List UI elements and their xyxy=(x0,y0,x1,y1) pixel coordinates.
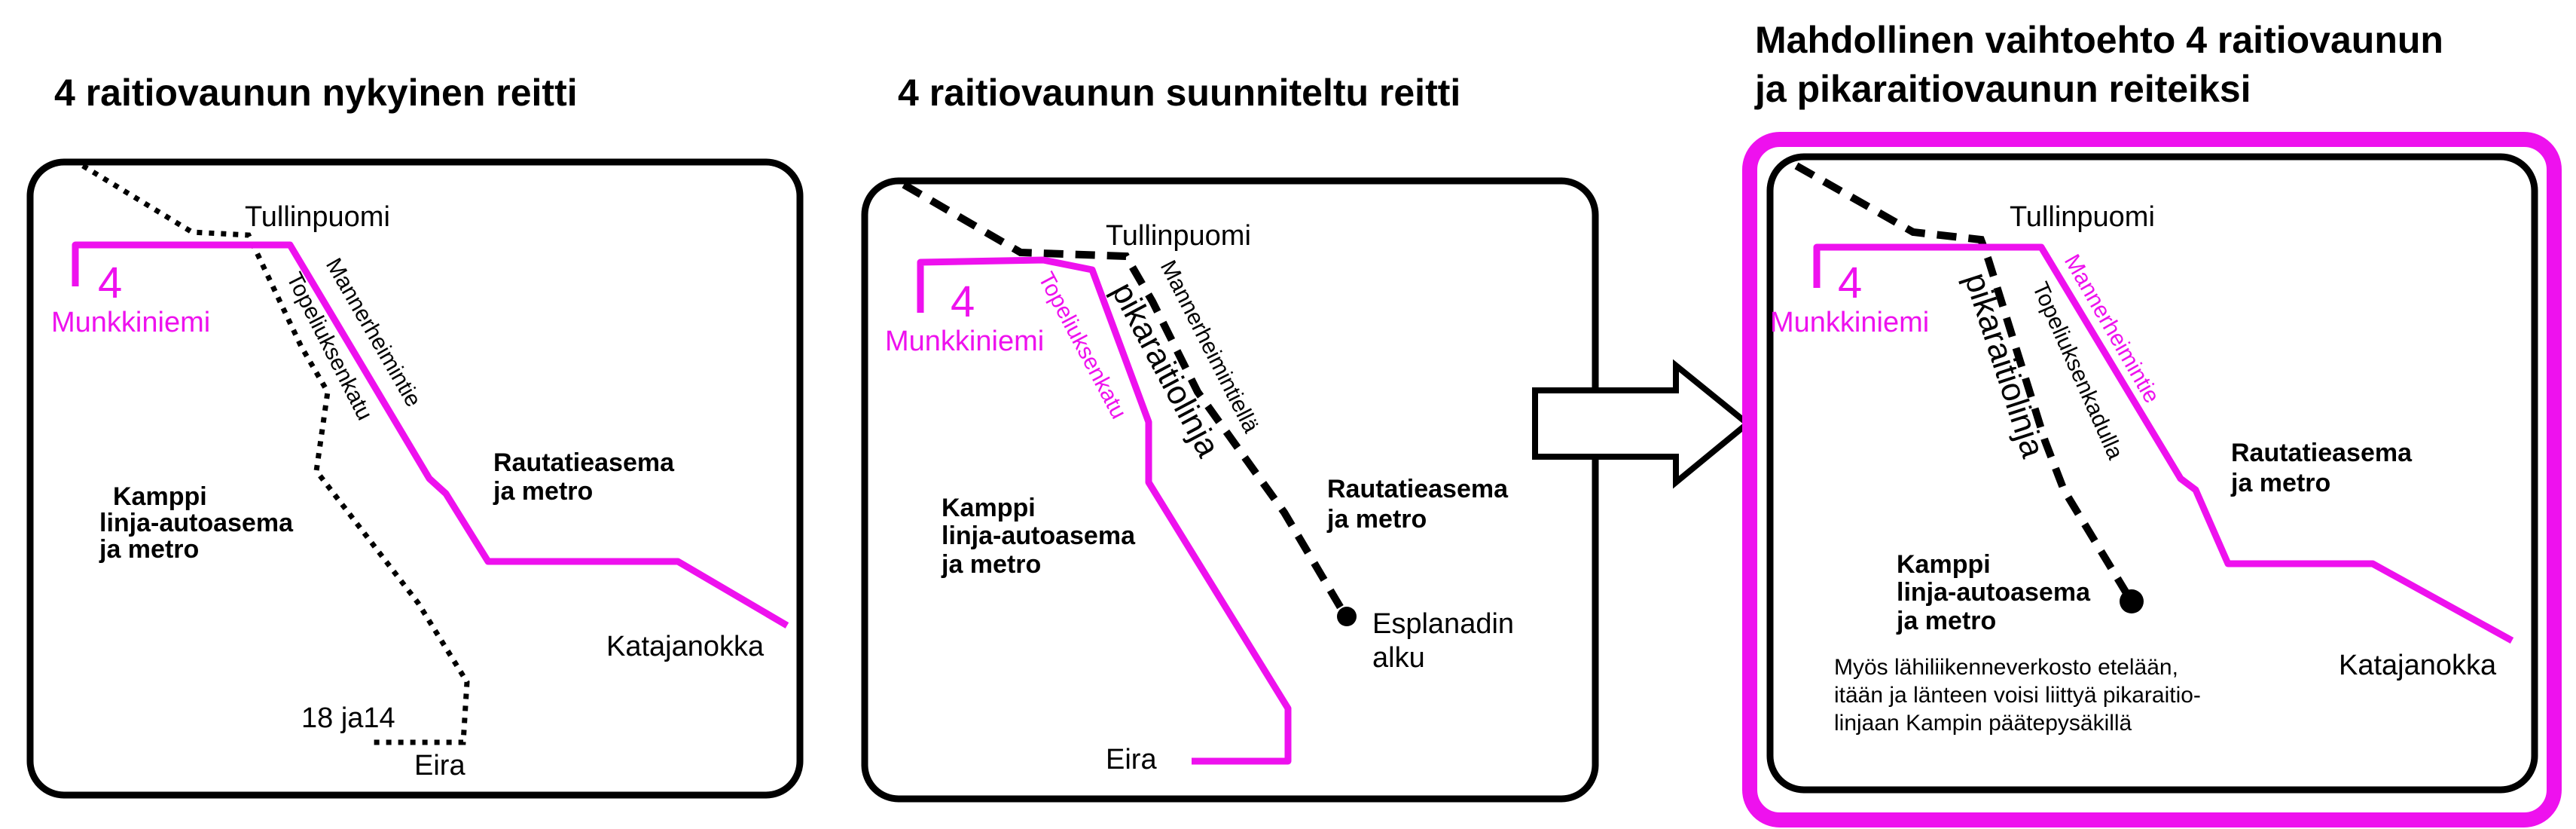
label-munkkiniemi-3: Munkkiniemi xyxy=(1770,307,1929,338)
label-munkkiniemi-2: Munkkiniemi xyxy=(885,326,1044,357)
label-katajanokka: Katajanokka xyxy=(606,631,765,662)
panel-3-title-line-1: Mahdollinen vaihtoehto 4 raitiovaunun xyxy=(1755,19,2443,61)
label-tullinpuomi: Tullinpuomi xyxy=(245,201,390,233)
label-rautatieasema-2: ja metro xyxy=(493,477,593,506)
tram-4-alternative-route xyxy=(1813,243,2514,644)
label-kamppi-1-3: Kamppi xyxy=(1897,550,1991,579)
label-rautatieasema-1: Rautatieasema xyxy=(493,448,675,477)
dotted-route-18-14 xyxy=(81,164,470,745)
label-tullinpuomi-3: Tullinpuomi xyxy=(2010,201,2155,233)
label-rautatieasema-1-2: Rautatieasema xyxy=(1327,475,1509,503)
label-esplanadin-2: alku xyxy=(1372,642,1425,674)
dashed-express-tram-line-3 xyxy=(1794,162,2134,601)
label-kamppi-1: Kamppi xyxy=(113,482,207,511)
panel-2-frame xyxy=(861,177,1599,803)
label-note-2: itään ja länteen voisi liittyä pikaraiti… xyxy=(1834,683,2201,708)
label-kamppi-3-2: ja metro xyxy=(941,550,1041,579)
label-rautatieasema-2-3: ja metro xyxy=(2230,469,2330,497)
label-line-4-3: 4 xyxy=(1838,258,1862,307)
label-eira-2: Eira xyxy=(1106,744,1157,775)
panel-2-title: 4 raitiovaunun suunniteltu reitti xyxy=(898,72,1460,114)
label-tullinpuomi-2: Tullinpuomi xyxy=(1106,220,1251,252)
label-esplanadin-1: Esplanadin xyxy=(1372,608,1514,640)
express-line-kamppi-terminus xyxy=(2120,589,2144,613)
tram-4-planned-route xyxy=(917,256,1292,765)
label-kamppi-2-3: linja-autoasema xyxy=(1897,578,2091,607)
express-line-end-stop xyxy=(1337,607,1357,626)
label-rautatieasema-2-2: ja metro xyxy=(1326,505,1427,534)
label-line-4-2: 4 xyxy=(951,277,975,326)
label-kamppi-2: linja-autoasema xyxy=(99,509,294,537)
label-eira: Eira xyxy=(414,750,465,782)
panel-3-frame xyxy=(1766,153,2538,794)
tram-4-current-route xyxy=(72,241,789,629)
panel-1-frame xyxy=(26,158,804,799)
panel-current-route: 4 raitiovaunun nykyinen reitti Tullinpuo… xyxy=(26,72,804,799)
label-munkkiniemi: Munkkiniemi xyxy=(51,307,210,338)
label-lines-18-14: 18 ja14 xyxy=(301,702,395,734)
label-rautatieasema-1-3: Rautatieasema xyxy=(2231,439,2413,467)
label-line-4: 4 xyxy=(98,258,122,307)
dashed-express-tram-line xyxy=(902,181,1348,616)
label-katajanokka-3: Katajanokka xyxy=(2339,650,2497,681)
label-kamppi-3: ja metro xyxy=(99,535,199,564)
label-note-3: linjaan Kampin päätepysäkillä xyxy=(1834,711,2132,736)
panel-planned-route: 4 raitiovaunun suunniteltu reitti Tullin… xyxy=(861,72,1599,803)
panel-3-title-line-2: ja pikaraitiovaunun reiteiksi xyxy=(1754,68,2251,110)
panel-alternative-route: Mahdollinen vaihtoehto 4 raitiovaunun ja… xyxy=(1742,19,2562,827)
label-kamppi-1-2: Kamppi xyxy=(942,494,1036,522)
label-kamppi-2-2: linja-autoasema xyxy=(942,522,1136,550)
panel-3-highlight-border xyxy=(1742,132,2562,827)
label-kamppi-3-3: ja metro xyxy=(1896,607,1996,635)
panel-1-title: 4 raitiovaunun nykyinen reitti xyxy=(54,72,578,114)
transition-arrow xyxy=(1532,359,1753,489)
label-note-1: Myös lähiliikenneverkosto etelään, xyxy=(1834,655,2178,680)
